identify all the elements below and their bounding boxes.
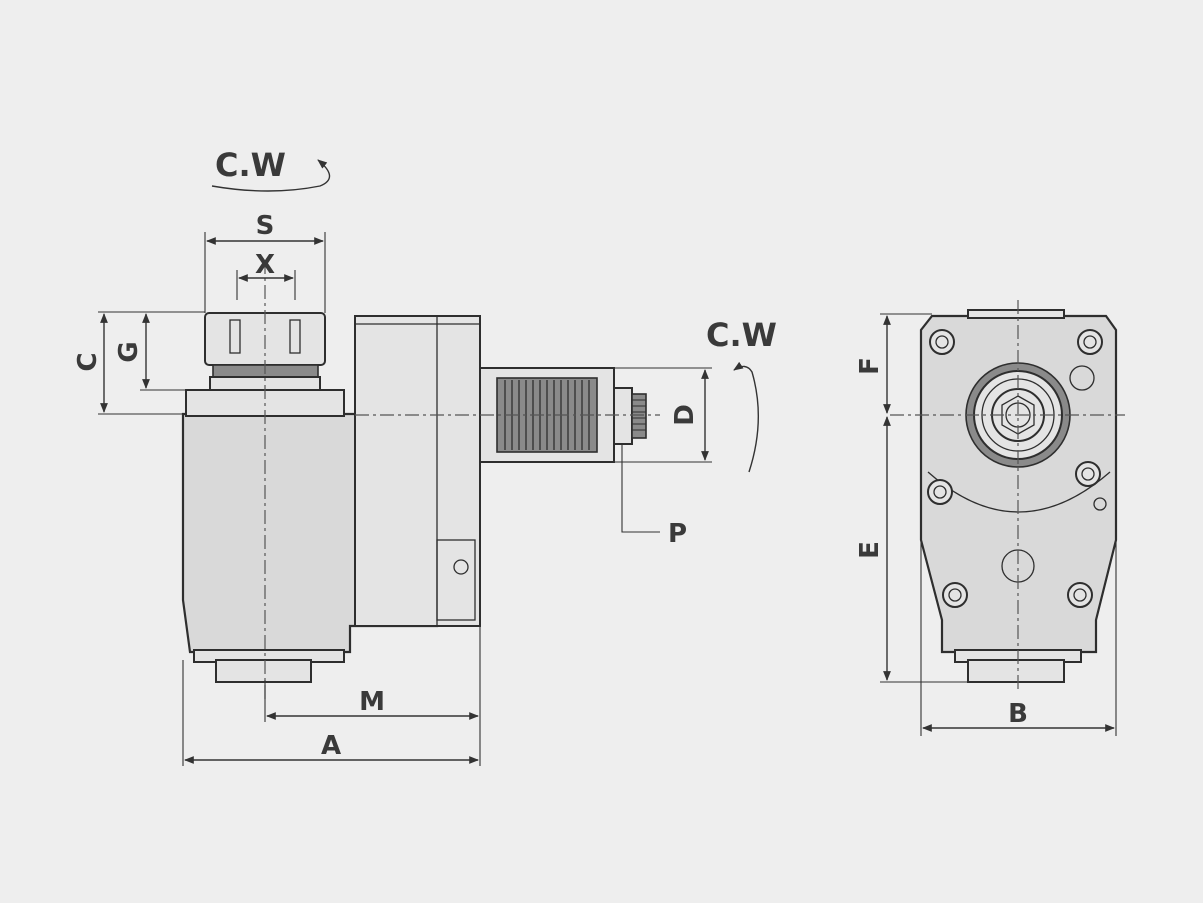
dim-label-g: G [114, 341, 144, 362]
side-right-housing [354, 315, 481, 627]
dim-label-c: C [73, 352, 103, 371]
front-dimensions: F E B [855, 313, 1117, 736]
side-view [181, 260, 660, 700]
side-dimensions: S X C G D P M A C.W C.W [73, 146, 777, 766]
bottom-spigot [215, 659, 312, 683]
dim-label-p: P [668, 519, 687, 549]
rotation-label-right: C.W [706, 316, 777, 354]
front-view [890, 300, 1125, 690]
spline-tip [631, 393, 647, 439]
front-bolt-holes [927, 329, 1107, 608]
dim-label-b: B [1008, 699, 1028, 729]
rotation-label-top: C.W [215, 146, 286, 184]
dim-label-d: D [670, 404, 700, 426]
rotation-arrow-top [211, 159, 331, 192]
side-screw-hole [453, 559, 469, 575]
dim-label-e: E [855, 541, 885, 559]
dim-label-a: A [321, 731, 341, 761]
front-spigot [967, 659, 1065, 683]
dim-label-m: M [359, 687, 385, 717]
dim-label-f: F [855, 357, 885, 375]
dim-label-x: X [255, 250, 275, 280]
rotation-arrow-right [733, 361, 760, 473]
dim-label-s: S [256, 211, 275, 241]
